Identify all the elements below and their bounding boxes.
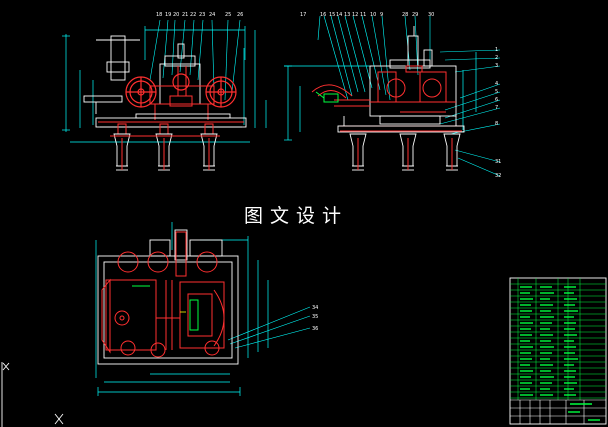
svg-text:22: 22	[190, 12, 196, 18]
svg-text:21: 21	[182, 12, 188, 18]
svg-text:7: 7	[495, 105, 498, 111]
svg-text:25: 25	[225, 12, 231, 18]
svg-text:35: 35	[312, 314, 318, 320]
svg-text:12: 12	[352, 12, 358, 18]
svg-text:15: 15	[329, 12, 335, 18]
svg-text:32: 32	[495, 173, 501, 179]
svg-text:17: 17	[300, 12, 306, 18]
svg-text:30: 30	[428, 12, 434, 18]
svg-text:19: 19	[165, 12, 171, 18]
svg-text:5: 5	[495, 89, 498, 95]
svg-text:16: 16	[320, 12, 326, 18]
plan-view: 34 35 36	[95, 222, 318, 396]
svg-text:14: 14	[336, 12, 342, 18]
svg-text:10: 10	[370, 12, 376, 18]
svg-text:4: 4	[495, 81, 498, 87]
svg-text:23: 23	[199, 12, 205, 18]
svg-text:31: 31	[495, 159, 501, 165]
svg-text:36: 36	[312, 326, 318, 332]
svg-text:18: 18	[156, 12, 162, 18]
svg-text:6: 6	[495, 97, 498, 103]
svg-text:20: 20	[173, 12, 179, 18]
svg-text:1: 1	[495, 47, 498, 53]
svg-text:34: 34	[312, 305, 318, 311]
title-block	[509, 277, 607, 425]
svg-text:24: 24	[209, 12, 215, 18]
svg-text:3: 3	[495, 63, 498, 69]
svg-text:29: 29	[412, 12, 418, 18]
watermark-text: 图文设计	[244, 205, 349, 227]
svg-text:2: 2	[495, 55, 498, 61]
svg-text:13: 13	[344, 12, 350, 18]
ucs-axis-icon	[1, 362, 64, 427]
svg-text:11: 11	[360, 12, 366, 18]
svg-text:26: 26	[237, 12, 243, 18]
svg-text:28: 28	[402, 12, 408, 18]
svg-text:9: 9	[380, 12, 383, 18]
svg-text:8: 8	[495, 121, 498, 127]
